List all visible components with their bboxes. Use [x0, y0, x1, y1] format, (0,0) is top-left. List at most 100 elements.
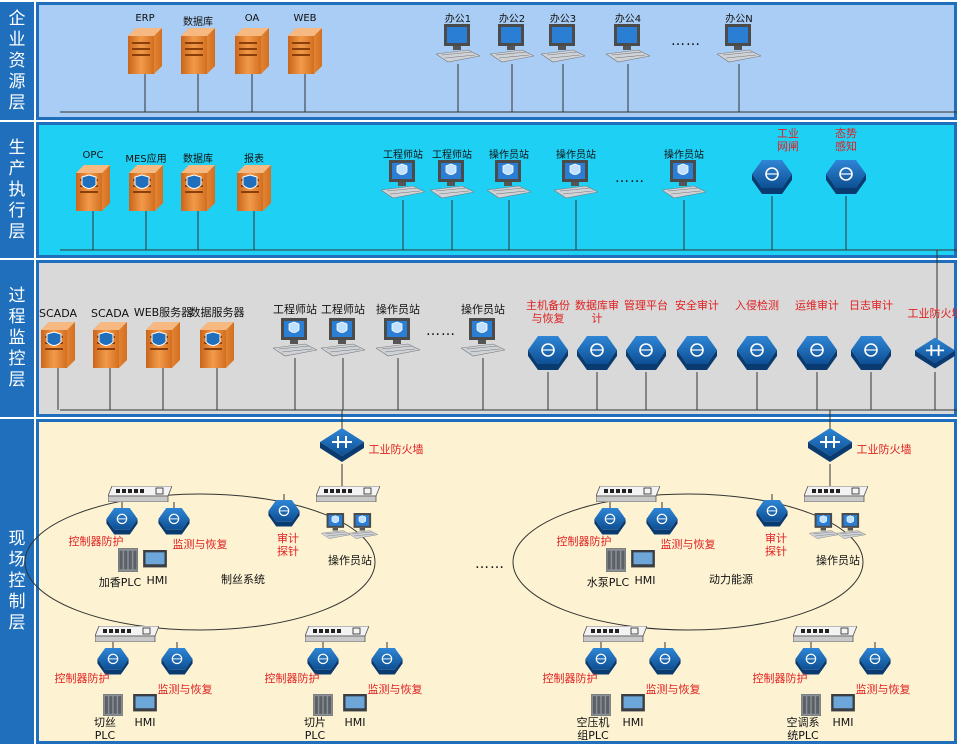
- ids-icon: [737, 336, 777, 371]
- audit-probe-label: 审计探针: [277, 532, 299, 558]
- hmi-icon: [343, 694, 367, 712]
- office-label: 办公4: [614, 14, 642, 25]
- server-label: ERP: [135, 13, 155, 24]
- workstation-icon: [376, 318, 420, 356]
- controller-guard-icon: [594, 508, 626, 536]
- server-label: SCADA: [91, 307, 129, 320]
- db-audit-label: 数据库审计: [575, 299, 619, 325]
- plc-label: 水泵PLC: [586, 576, 630, 589]
- security-audit-label: 安全审计: [675, 299, 719, 312]
- server-icon: [288, 28, 322, 74]
- hmi-icon: [621, 694, 645, 712]
- switch-icon: [793, 626, 857, 642]
- switch-icon: [316, 486, 380, 502]
- server-icon: [41, 322, 75, 368]
- workstation-icon: [490, 24, 534, 63]
- monitor-restore-icon: [649, 648, 681, 676]
- office-label: 办公N: [725, 14, 753, 25]
- workstation-label: 操作员站: [489, 150, 529, 161]
- audit-probe-icon: [268, 500, 300, 528]
- plc-icon: [118, 548, 138, 572]
- hmi-label: HMI: [832, 716, 854, 729]
- industrial-firewall-icon: [320, 428, 364, 463]
- hmi-icon: [831, 694, 855, 712]
- hmi-icon: [133, 694, 157, 712]
- controller-guard-label: 控制器防护: [542, 672, 598, 685]
- server-icon: [129, 165, 163, 211]
- db-audit-icon: [577, 336, 617, 371]
- hmi-icon: [631, 550, 655, 568]
- workstation-icon: [461, 318, 505, 356]
- ellipsis: ……: [671, 33, 701, 49]
- server-label: 数据库: [183, 17, 213, 28]
- workstation-label: 工程师站: [383, 150, 423, 161]
- workstation-label: 操作员站: [376, 303, 420, 316]
- server-label: OPC: [82, 150, 104, 161]
- firewall-label: 工业防火墙: [907, 307, 957, 320]
- office-label: 办公3: [549, 14, 577, 25]
- workstation-icon: [381, 160, 425, 198]
- plc-label: 空调系统PLC: [786, 716, 820, 742]
- workstation-icon: [487, 160, 531, 198]
- log-audit-label: 日志审计: [849, 299, 893, 312]
- server-icon: [76, 165, 110, 211]
- operator-station-icon: [809, 513, 839, 539]
- ids-label: 入侵检测: [735, 299, 779, 312]
- operator-station-icon: [348, 513, 378, 539]
- plc-label: 加香PLC: [98, 576, 142, 589]
- workstation-label: 操作员站: [556, 150, 596, 161]
- host-backup-label: 主机备份与恢复: [526, 299, 570, 325]
- plc-label: 切丝PLC: [94, 716, 116, 742]
- server-label: WEB服务器: [133, 306, 193, 319]
- plc-label: 切片PLC: [304, 716, 326, 742]
- workstation-icon: [541, 24, 585, 63]
- monitor-restore-icon: [161, 648, 193, 676]
- office-label: 办公1: [444, 14, 472, 25]
- workstation-icon: [662, 160, 706, 198]
- server-icon: [181, 28, 215, 74]
- workstation-label: 操作员站: [461, 303, 505, 316]
- system-name: 动力能源: [709, 573, 753, 586]
- controller-guard-label: 控制器防护: [54, 672, 110, 685]
- hmi-label: HMI: [344, 716, 366, 729]
- plc-icon: [801, 694, 821, 716]
- audit-probe-label: 审计探针: [765, 532, 787, 558]
- security-audit-icon: [677, 336, 717, 371]
- situation-awareness-label: 态势感知: [835, 127, 857, 153]
- controller-guard-label: 控制器防护: [556, 535, 612, 548]
- server-icon: [181, 165, 215, 211]
- plc-icon: [591, 694, 611, 716]
- ellipsis: ……: [475, 556, 505, 572]
- ellipsis: ……: [426, 323, 456, 339]
- workstation-icon: [436, 24, 480, 63]
- field-layer-label: 现场控制层: [0, 419, 34, 744]
- controller-guard-label: 控制器防护: [752, 672, 808, 685]
- operator-station-icon: [321, 513, 351, 539]
- firewall-label: 工业防火墙: [856, 443, 912, 456]
- workstation-icon: [554, 160, 598, 198]
- ops-audit-label: 运维审计: [795, 299, 839, 312]
- server-label: 报表: [244, 154, 264, 165]
- ellipsis: ……: [615, 170, 645, 186]
- monitor-restore-label: 监测与恢复: [660, 538, 716, 551]
- workstation-label: 工程师站: [321, 303, 365, 316]
- plc-icon: [606, 548, 626, 572]
- workstation-icon: [430, 160, 474, 198]
- controller-guard-label: 控制器防护: [264, 672, 320, 685]
- switch-icon: [596, 486, 660, 502]
- workstation-label: 操作员站: [664, 150, 704, 161]
- audit-probe-icon: [756, 500, 788, 528]
- plc-label: 空压机组PLC: [576, 716, 610, 742]
- system-name: 制丝系统: [221, 573, 265, 586]
- process-layer-label: 过程监控层: [0, 260, 34, 417]
- server-icon: [200, 322, 234, 368]
- operator-station-icon: [836, 513, 866, 539]
- office-label: 办公2: [498, 14, 526, 25]
- system-ring: [24, 493, 376, 631]
- switch-icon: [108, 486, 172, 502]
- server-label: MES应用: [125, 154, 167, 165]
- enterprise-layer-label: 企业资源层: [0, 2, 34, 120]
- plc-icon: [103, 694, 123, 716]
- mgmt-platform-label: 管理平台: [624, 299, 668, 312]
